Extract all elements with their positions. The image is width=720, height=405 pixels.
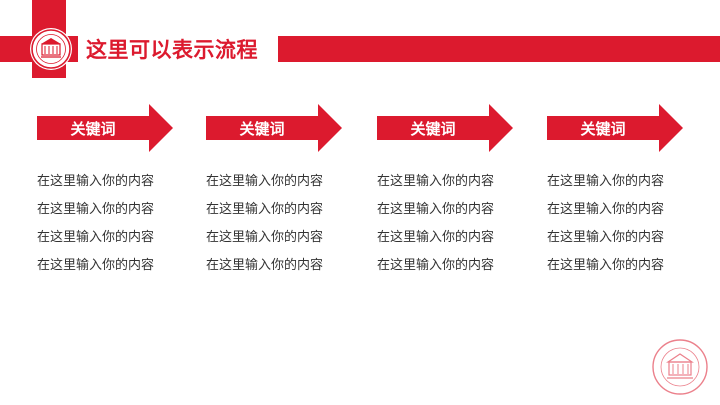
page-title: 这里可以表示流程	[86, 38, 258, 62]
step-label: 关键词	[239, 119, 285, 138]
step-arrow: 关键词	[37, 104, 173, 152]
process-step-2: 关键词 在这里输入你的内容在这里输入你的内容在这里输入你的内容在这里输入你的内容	[206, 104, 346, 280]
step-arrow: 关键词	[377, 104, 513, 152]
step-description: 在这里输入你的内容在这里输入你的内容在这里输入你的内容在这里输入你的内容	[377, 174, 495, 273]
process-step-3: 关键词 在这里输入你的内容在这里输入你的内容在这里输入你的内容在这里输入你的内容	[377, 104, 517, 280]
arrow-right-icon	[206, 104, 342, 152]
step-label: 关键词	[580, 119, 626, 138]
title-box: 这里可以表示流程	[78, 30, 278, 68]
step-arrow: 关键词	[206, 104, 342, 152]
process-step-1: 关键词 在这里输入你的内容在这里输入你的内容在这里输入你的内容在这里输入你的内容	[37, 104, 177, 280]
step-arrow: 关键词	[547, 104, 683, 152]
arrow-right-icon	[37, 104, 173, 152]
university-seal-watermark-icon	[652, 339, 708, 395]
arrow-right-icon	[547, 104, 683, 152]
step-description: 在这里输入你的内容在这里输入你的内容在这里输入你的内容在这里输入你的内容	[206, 174, 324, 273]
step-description: 在这里输入你的内容在这里输入你的内容在这里输入你的内容在这里输入你的内容	[547, 174, 665, 273]
university-seal-icon	[30, 28, 72, 70]
step-label: 关键词	[70, 119, 116, 138]
arrow-right-icon	[377, 104, 513, 152]
step-label: 关键词	[410, 119, 456, 138]
step-description: 在这里输入你的内容在这里输入你的内容在这里输入你的内容在这里输入你的内容	[37, 174, 155, 273]
process-step-4: 关键词 在这里输入你的内容在这里输入你的内容在这里输入你的内容在这里输入你的内容	[547, 104, 687, 280]
